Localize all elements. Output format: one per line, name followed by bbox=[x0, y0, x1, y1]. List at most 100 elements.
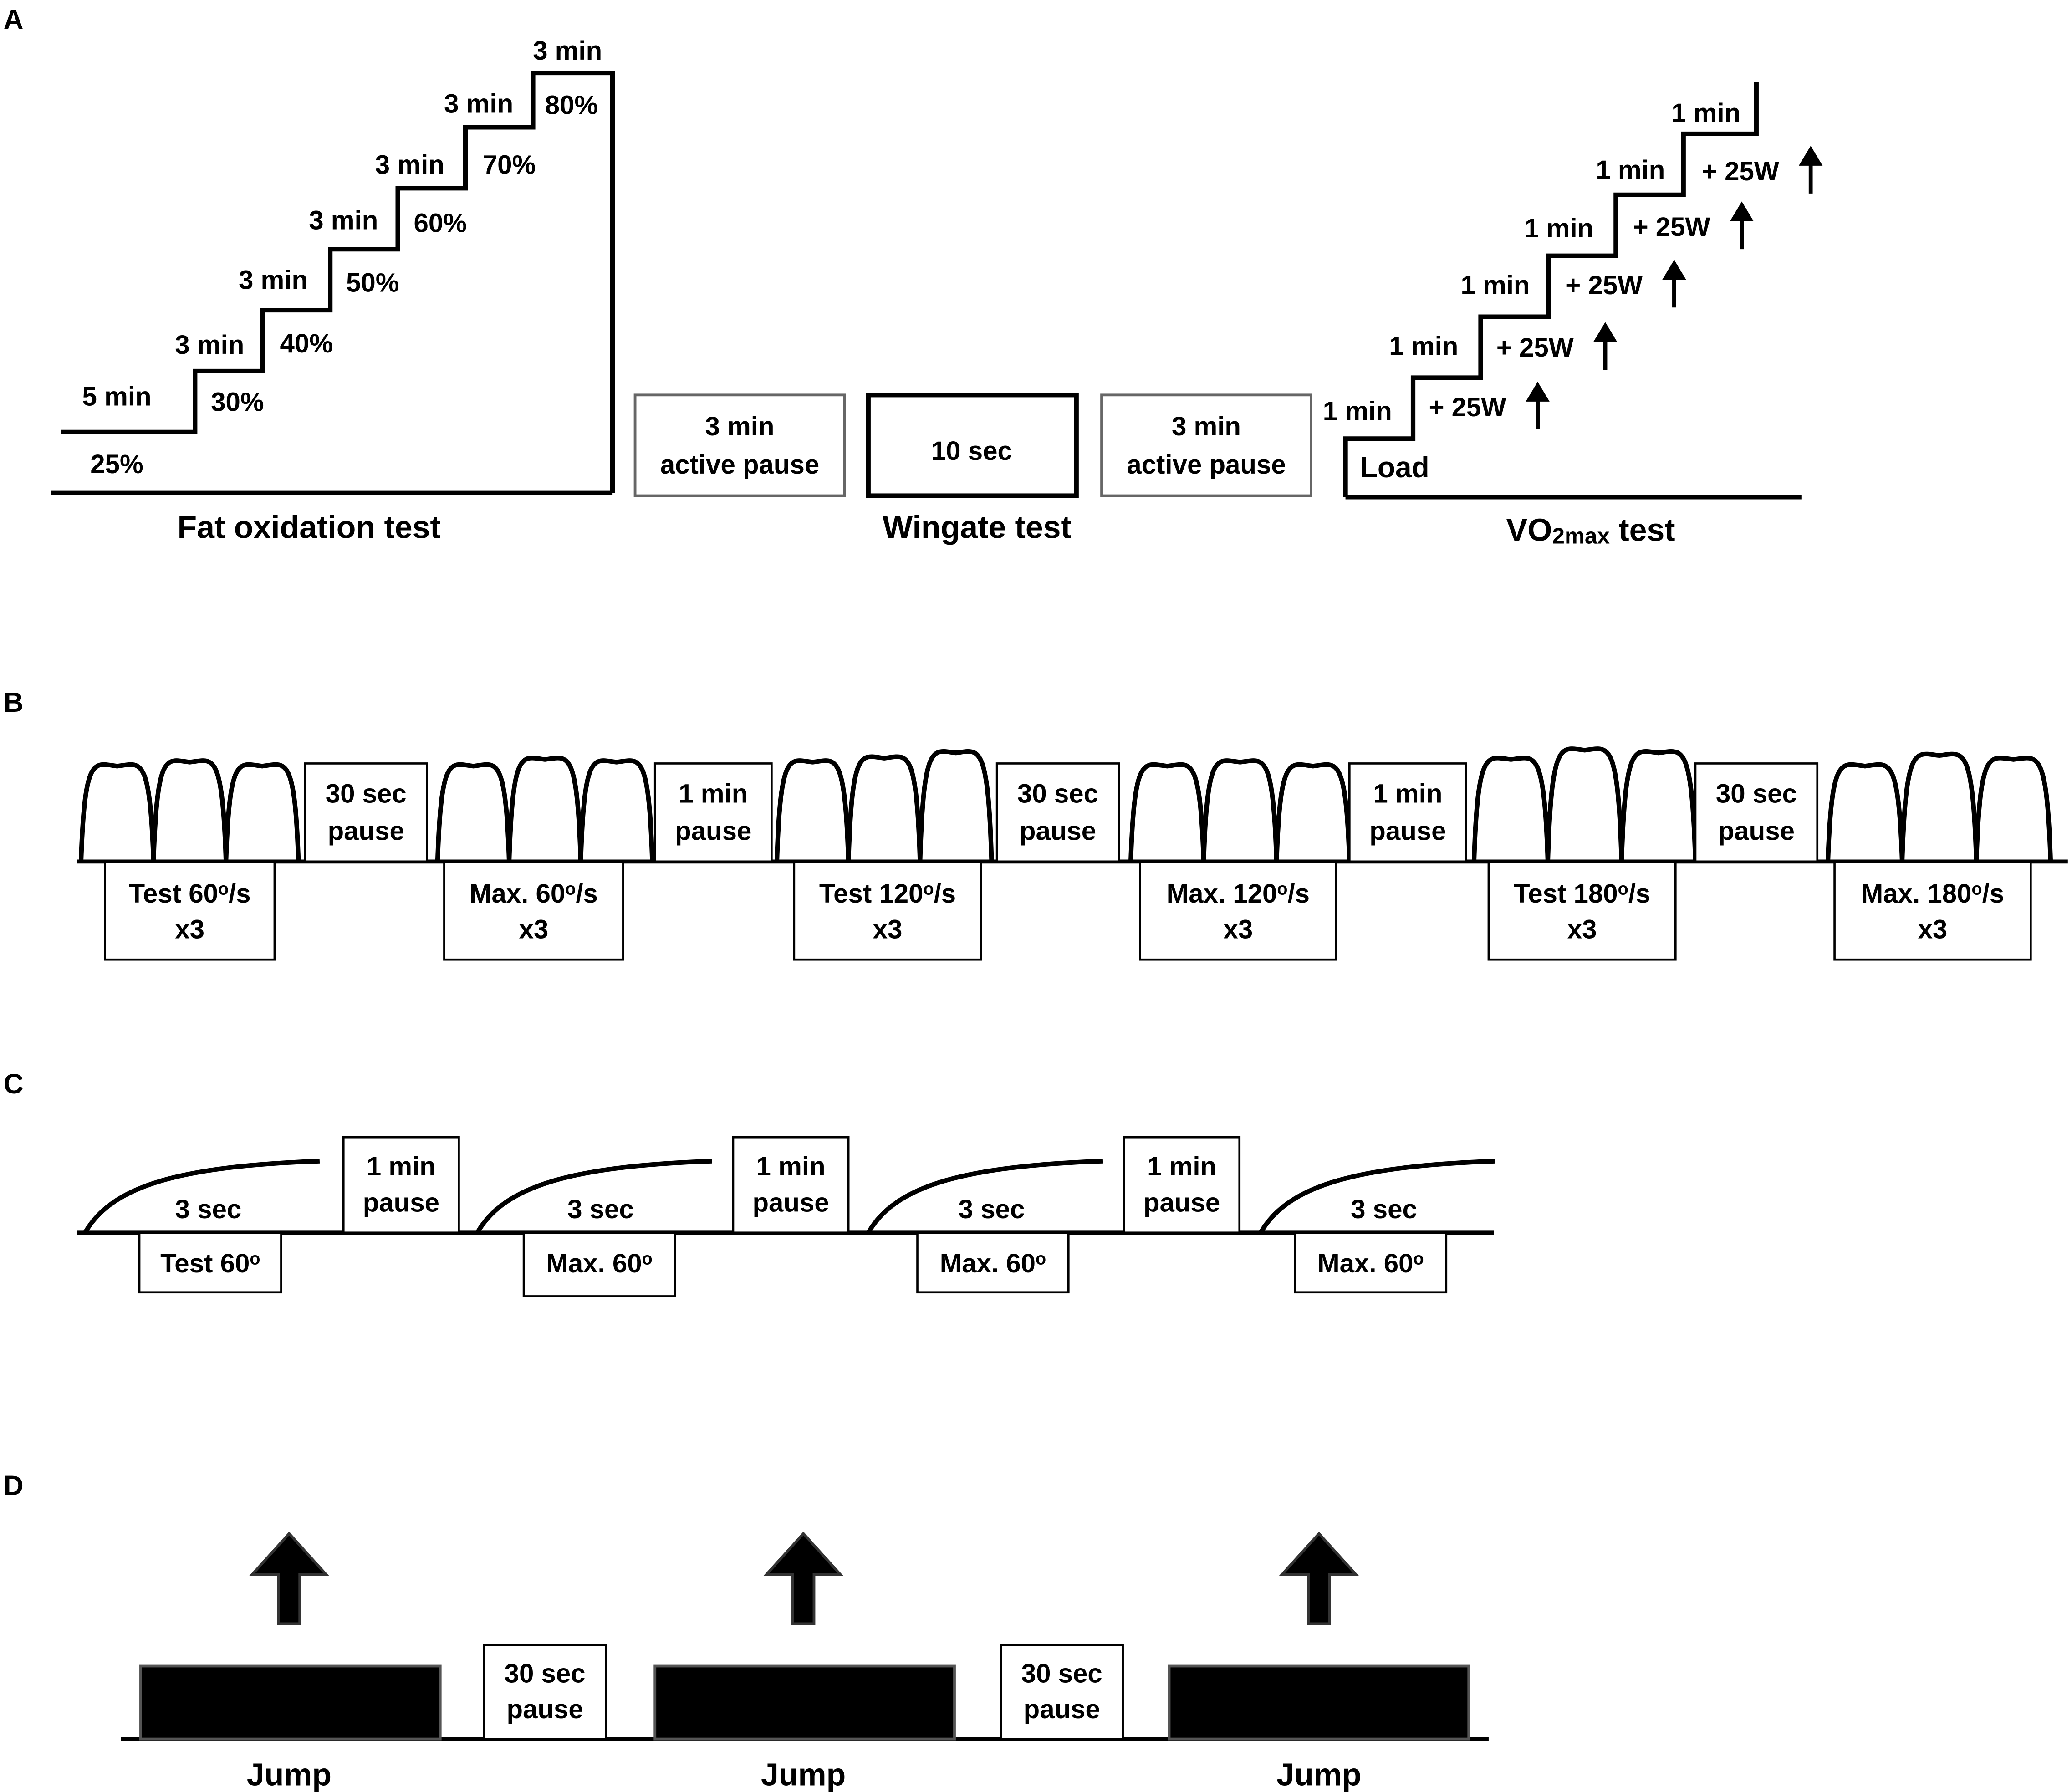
active-pause-1-line1: 3 min bbox=[705, 412, 774, 441]
fat-step-time-5: 3 min bbox=[375, 150, 444, 179]
fat-oxidation-title: Fat oxidation test bbox=[177, 510, 440, 545]
vo2-increment-4: + 25W bbox=[1633, 212, 1710, 242]
isokinetic-reps-3 bbox=[774, 749, 994, 862]
vo2-increment-1: + 25W bbox=[1429, 393, 1506, 422]
vo2-load-label: Load bbox=[1360, 451, 1429, 484]
c-test-name-2: Max. 60o bbox=[546, 1249, 652, 1278]
wingate-box bbox=[866, 393, 1079, 498]
active-pause-2-line1: 3 min bbox=[1172, 412, 1241, 441]
fat-step-time-3: 3 min bbox=[239, 265, 308, 295]
isometric-curve-3 bbox=[866, 1159, 1103, 1234]
fat-step-pct-6: 70% bbox=[483, 150, 536, 179]
fat-step-time-7: 3 min bbox=[533, 36, 602, 66]
b-test-reps-1: x3 bbox=[175, 915, 204, 945]
fat-step-pct-7: 80% bbox=[545, 90, 598, 120]
b-pause-4-line2: pause bbox=[1369, 816, 1446, 846]
b-pause-5-line2: pause bbox=[1718, 816, 1795, 846]
isometric-curve-2 bbox=[475, 1159, 712, 1234]
c-test-name-3: Max. 60o bbox=[940, 1249, 1046, 1278]
b-test-name-2: Max. 60o/s bbox=[470, 879, 598, 909]
fat-step-pct-2: 30% bbox=[211, 387, 264, 417]
b-pause-1-box bbox=[304, 762, 428, 863]
b-pause-3-line2: pause bbox=[1020, 816, 1096, 846]
fat-oxidation-staircase bbox=[51, 70, 615, 495]
c-duration-4: 3 sec bbox=[1351, 1195, 1417, 1224]
c-duration-2: 3 sec bbox=[567, 1195, 634, 1224]
d-pause-2-line1: 30 sec bbox=[1021, 1659, 1102, 1689]
active-pause-2-box bbox=[1100, 393, 1312, 497]
c-duration-1: 3 sec bbox=[175, 1195, 242, 1224]
b-pause-5-box bbox=[1694, 762, 1819, 863]
b-pause-5-line1: 30 sec bbox=[1716, 779, 1797, 809]
vo2-step-time-5: 1 min bbox=[1596, 155, 1665, 185]
vo2-step-time-4: 1 min bbox=[1524, 214, 1593, 243]
increment-arrow-icon-5 bbox=[1798, 146, 1823, 194]
vo2-step-time-1: 1 min bbox=[1323, 397, 1392, 426]
b-test-name-1: Test 60o/s bbox=[129, 879, 251, 909]
vo2-increment-5: + 25W bbox=[1702, 157, 1779, 186]
isokinetic-reps-5 bbox=[1471, 746, 1698, 862]
d-pause-2-box bbox=[1000, 1644, 1124, 1740]
active-pause-1-line2: active pause bbox=[660, 450, 819, 480]
fat-step-pct-4: 50% bbox=[346, 268, 399, 297]
vo2-step-time-3: 1 min bbox=[1460, 271, 1530, 300]
b-pause-3-line1: 30 sec bbox=[1017, 779, 1098, 809]
isometric-curve-1 bbox=[83, 1159, 320, 1234]
c-pause-1-line1: 1 min bbox=[367, 1152, 436, 1181]
b-pause-3-box bbox=[995, 762, 1120, 863]
vo2-increment-2: + 25W bbox=[1496, 333, 1574, 362]
b-pause-4-line1: 1 min bbox=[1373, 779, 1442, 809]
vo2-step-time-6: 1 min bbox=[1671, 98, 1740, 128]
panel-c-label: C bbox=[3, 1068, 23, 1099]
c-pause-1-box bbox=[342, 1136, 460, 1234]
c-duration-3: 3 sec bbox=[959, 1195, 1025, 1224]
c-pause-3-line2: pause bbox=[1143, 1188, 1220, 1218]
d-pause-1-line2: pause bbox=[507, 1695, 583, 1724]
c-pause-2-box bbox=[732, 1136, 850, 1234]
isokinetic-reps-6 bbox=[1825, 751, 2053, 862]
increment-arrow-icon-4 bbox=[1730, 201, 1754, 250]
wingate-title: Wingate test bbox=[883, 510, 1072, 545]
b-test-reps-2: x3 bbox=[519, 915, 549, 945]
isokinetic-reps-1 bbox=[78, 758, 301, 862]
b-pause-2-line1: 1 min bbox=[679, 779, 748, 809]
vo2max-title: VO2max test bbox=[1506, 512, 1675, 548]
b-test-reps-3: x3 bbox=[873, 915, 903, 945]
c-test-box-2 bbox=[522, 1231, 676, 1297]
b-test-reps-5: x3 bbox=[1567, 915, 1597, 945]
b-test-name-5: Test 180o/s bbox=[1514, 879, 1650, 909]
b-pause-4-box bbox=[1348, 762, 1467, 863]
isokinetic-reps-2 bbox=[435, 756, 655, 862]
fat-step-time-4: 3 min bbox=[309, 206, 378, 235]
increment-arrow-icon-3 bbox=[1662, 260, 1686, 308]
increment-arrow-icon-1 bbox=[1526, 382, 1550, 430]
isometric-curve-4 bbox=[1258, 1159, 1495, 1234]
d-pause-1-box bbox=[483, 1644, 607, 1740]
c-test-box-1 bbox=[138, 1231, 282, 1294]
b-test-name-6: Max. 180o/s bbox=[1861, 879, 2004, 909]
panel-b-label: B bbox=[3, 687, 23, 718]
jump-arrow-icon-1 bbox=[249, 1532, 329, 1625]
vo2-increment-3: + 25W bbox=[1565, 271, 1643, 300]
wingate-duration: 10 sec bbox=[931, 436, 1012, 466]
fat-step-time-1: 5 min bbox=[82, 382, 152, 412]
c-test-name-1: Test 60o bbox=[160, 1249, 260, 1278]
fat-step-pct-5: 60% bbox=[413, 208, 467, 238]
b-test-box-3 bbox=[793, 860, 982, 961]
b-pause-1-line2: pause bbox=[328, 816, 404, 846]
jump-label-1: Jump bbox=[247, 1756, 332, 1792]
active-pause-1-box bbox=[633, 393, 846, 497]
active-pause-2-line2: active pause bbox=[1127, 450, 1286, 480]
b-test-box-5 bbox=[1487, 860, 1677, 961]
c-test-box-4 bbox=[1294, 1231, 1448, 1294]
c-test-name-4: Max. 60o bbox=[1317, 1249, 1424, 1278]
b-test-box-2 bbox=[443, 860, 624, 961]
panel-d-label: D bbox=[3, 1470, 23, 1501]
c-pause-2-line2: pause bbox=[752, 1188, 829, 1218]
b-pause-1-line1: 30 sec bbox=[326, 779, 407, 809]
c-pause-3-box bbox=[1123, 1136, 1241, 1234]
jump-arrow-icon-3 bbox=[1279, 1532, 1359, 1625]
b-test-box-1 bbox=[104, 860, 276, 961]
jump-block-3 bbox=[1168, 1664, 1470, 1741]
